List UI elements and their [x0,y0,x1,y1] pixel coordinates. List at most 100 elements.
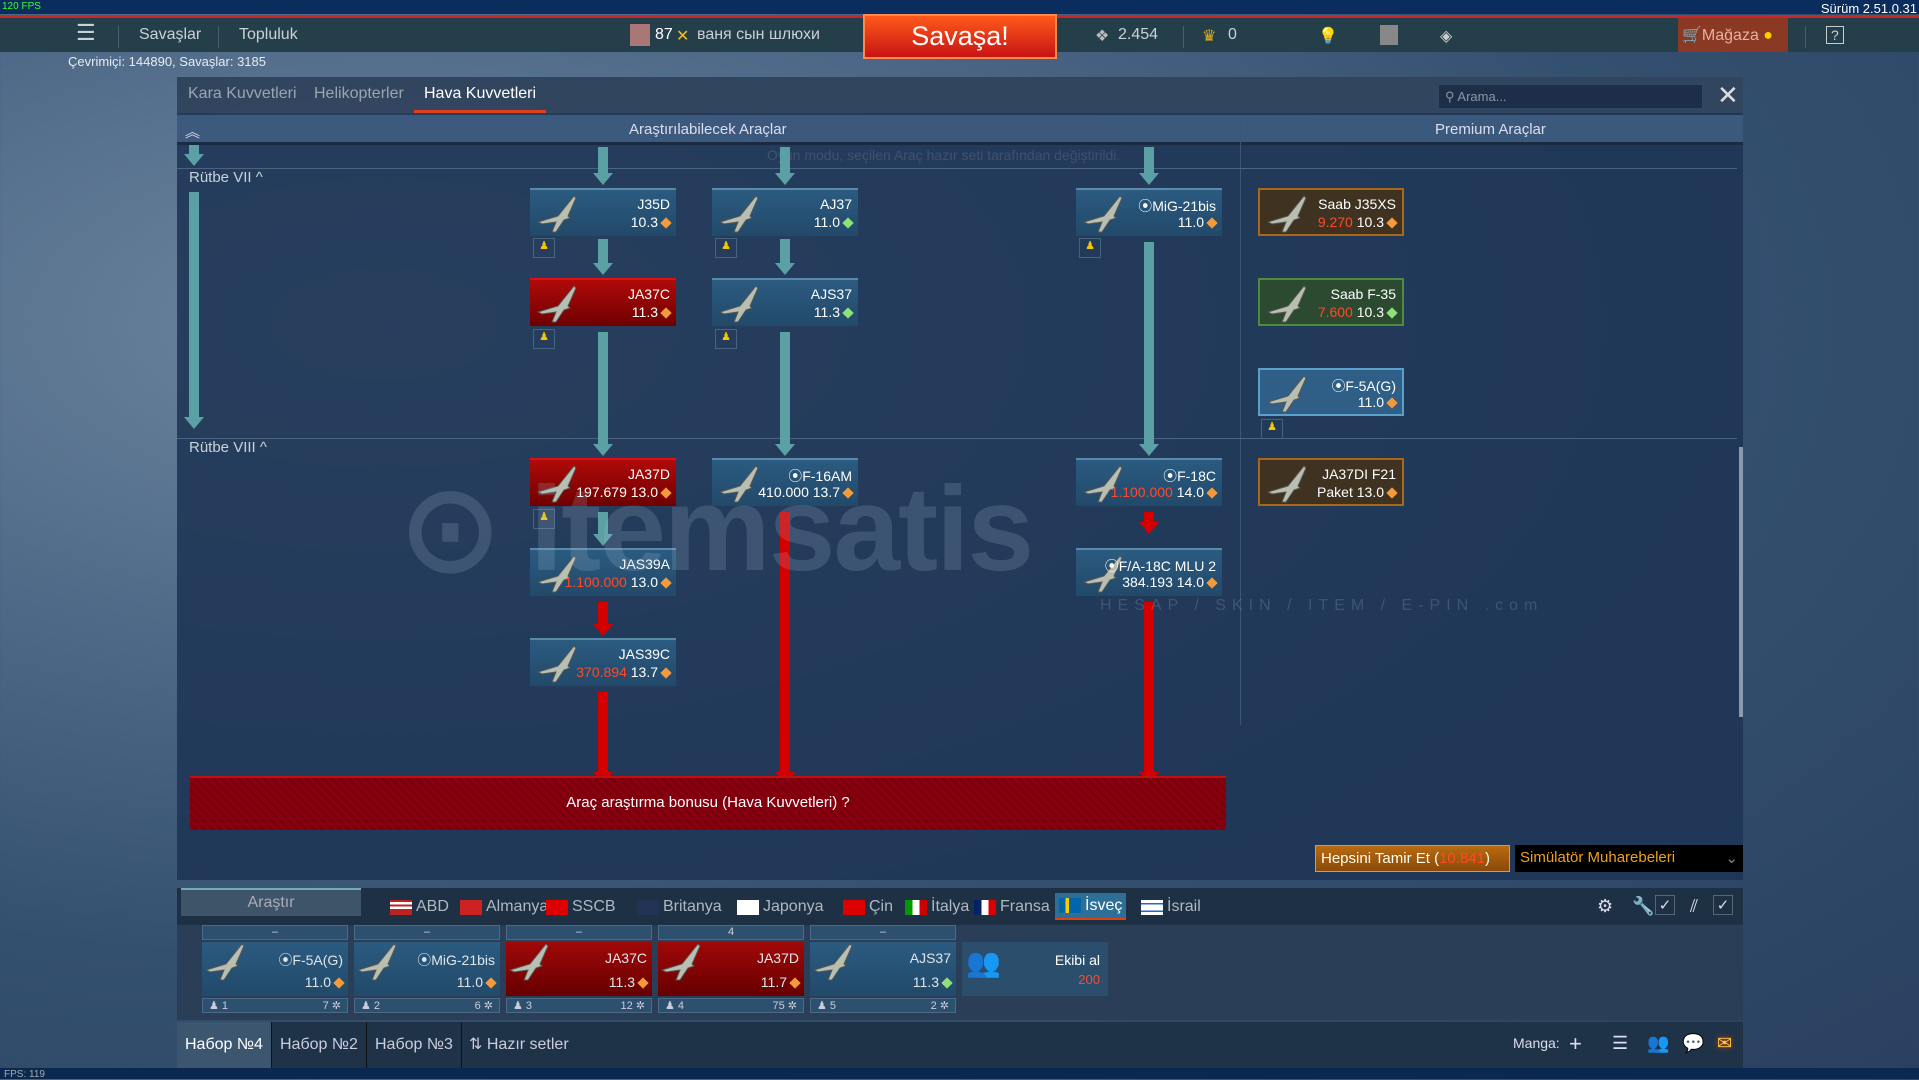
rank-diamond-icon [660,217,672,229]
researchable-header: Araştırılabilecek Araçlar [629,121,787,138]
avatar[interactable] [630,24,650,46]
flag-icon [637,899,659,915]
game-mode-select[interactable]: Simülatör Muharebeleri⌄ [1515,845,1743,872]
rank-diamond-icon [660,667,672,679]
collapse-all-icon[interactable]: ︽ [185,124,201,141]
lightbulb-icon[interactable]: 💡 [1318,28,1338,45]
battles-menu[interactable]: Savaşlar [139,26,202,43]
preset-4[interactable]: Набор №4 [177,1022,272,1068]
crew-points: 7 ✲ [322,1000,341,1012]
close-icon[interactable]: ✕ [1717,80,1739,110]
crew-icon: ♟ [1079,238,1101,258]
scrollbar[interactable] [1739,447,1743,717]
list-icon[interactable]: ☰ [1612,1033,1629,1053]
ready-presets-button[interactable]: ⇅ Hazır setler [469,1036,569,1053]
battle-button[interactable]: Savaşa! [863,14,1057,59]
search-input[interactable]: ⚲ Arama... [1438,84,1703,109]
friends-icon[interactable]: 👥 [1647,1033,1670,1053]
research-bonus-bar[interactable]: Araç araştırma bonusu (Hava Kuvvetleri) … [190,776,1226,830]
nation-tab[interactable]: Almanya [460,898,548,916]
settings-gear-icon[interactable]: ⚙ [1597,896,1614,916]
nation-tab[interactable]: Fransa [974,898,1050,916]
squad-label: Manga: [1513,1035,1560,1051]
vehicle-card[interactable]: JA37C 11.3 [530,278,676,326]
arrow [184,417,204,429]
nation-tab[interactable]: SSCB [546,898,616,916]
help-button[interactable]: ? [1826,26,1844,44]
hamburger-menu-icon[interactable]: ☰ [76,20,96,45]
vehicle-card[interactable]: AJS37 11.3 [712,278,858,326]
rank-diamond-icon [1386,217,1398,229]
tab-helicopters[interactable]: Helikopterler [314,85,404,102]
aircraft-icon [1266,465,1307,503]
aircraft-icon [536,465,577,503]
vehicle-card[interactable]: ⦿F-5A(G) 11.0 [1258,368,1404,416]
nation-tab[interactable]: Britanya [637,898,722,916]
tree-connector [598,692,608,772]
add-squad-icon[interactable]: + [1569,1031,1582,1056]
mail-icon[interactable]: ✉ [1717,1033,1733,1053]
tree-header: ︽ Araştırılabilecek Araçlar Premium Araç… [177,115,1743,163]
community-menu[interactable]: Topluluk [239,26,298,43]
tab-ground[interactable]: Kara Kuvvetleri [188,85,297,102]
research-button[interactable]: Araştır [181,888,361,916]
nation-tab[interactable]: İsrail [1141,898,1201,916]
rank-viii-label[interactable]: Rütbe VIII ^ [189,439,267,456]
crew-points: 75 ✲ [772,1000,797,1012]
preset-2[interactable]: Набор №2 [272,1022,367,1068]
aircraft-icon [536,285,577,323]
nation-tab[interactable]: Çin [843,898,893,916]
vehicle-card[interactable]: AJ37 11.0 [712,188,858,236]
repair-all-button[interactable]: Hepsini Tamir Et (10.841) [1315,845,1510,872]
vehicle-name: JA37D [627,466,670,482]
vehicle-name: JAS39C [618,646,670,662]
watermark-logo: ⊙ itemsatis [400,462,1034,596]
nation-tab[interactable]: Japonya [737,898,824,916]
auto-ammo-checkbox[interactable]: ✓ [1713,895,1733,915]
wrench-icon[interactable]: 🔧 [1632,896,1655,916]
online-stats: Çevrimiçi: 144890, Savaşlar: 3185 [68,54,266,69]
preset-3[interactable]: Набор №3 [367,1022,462,1068]
shop-button[interactable]: 🛒Mağaza ● [1678,18,1788,52]
ammo-icon[interactable]: ⫽ [1690,896,1699,916]
tab-aviation[interactable]: Hava Kuvvetleri [414,85,547,113]
slot-vehicle[interactable]: ⦿F-5A(G)11.0 [202,942,348,996]
flag-icon [905,899,927,915]
battle-rating: 10.3 [1356,304,1384,320]
vehicle-cost: 9.270 [1317,214,1353,230]
golden-eagles-amount: 0 [1228,26,1237,43]
battle-pass-icon[interactable]: ◈ [1440,28,1453,45]
vehicle-card[interactable]: J35D 10.3 [530,188,676,236]
nation-tab[interactable]: ABD [390,898,449,916]
auto-repair-checkbox[interactable]: ✓ [1655,895,1675,915]
rank-vii-label[interactable]: Rütbe VII ^ [189,169,263,186]
tree-connector [598,602,608,624]
rank-diamond-icon [1206,577,1218,589]
nation-tab[interactable]: İtalya [905,898,969,916]
chat-icon[interactable]: 💬 [1682,1033,1705,1053]
battle-rating: 11.0 [1177,214,1204,230]
username[interactable]: ваня сын шлюхи [697,26,820,43]
vehicle-card[interactable]: ⦿MiG-21bis 11.0 [1076,188,1222,236]
nation-tab[interactable]: İsveç [1055,893,1127,920]
premium-diamond-icon[interactable] [1380,25,1398,45]
